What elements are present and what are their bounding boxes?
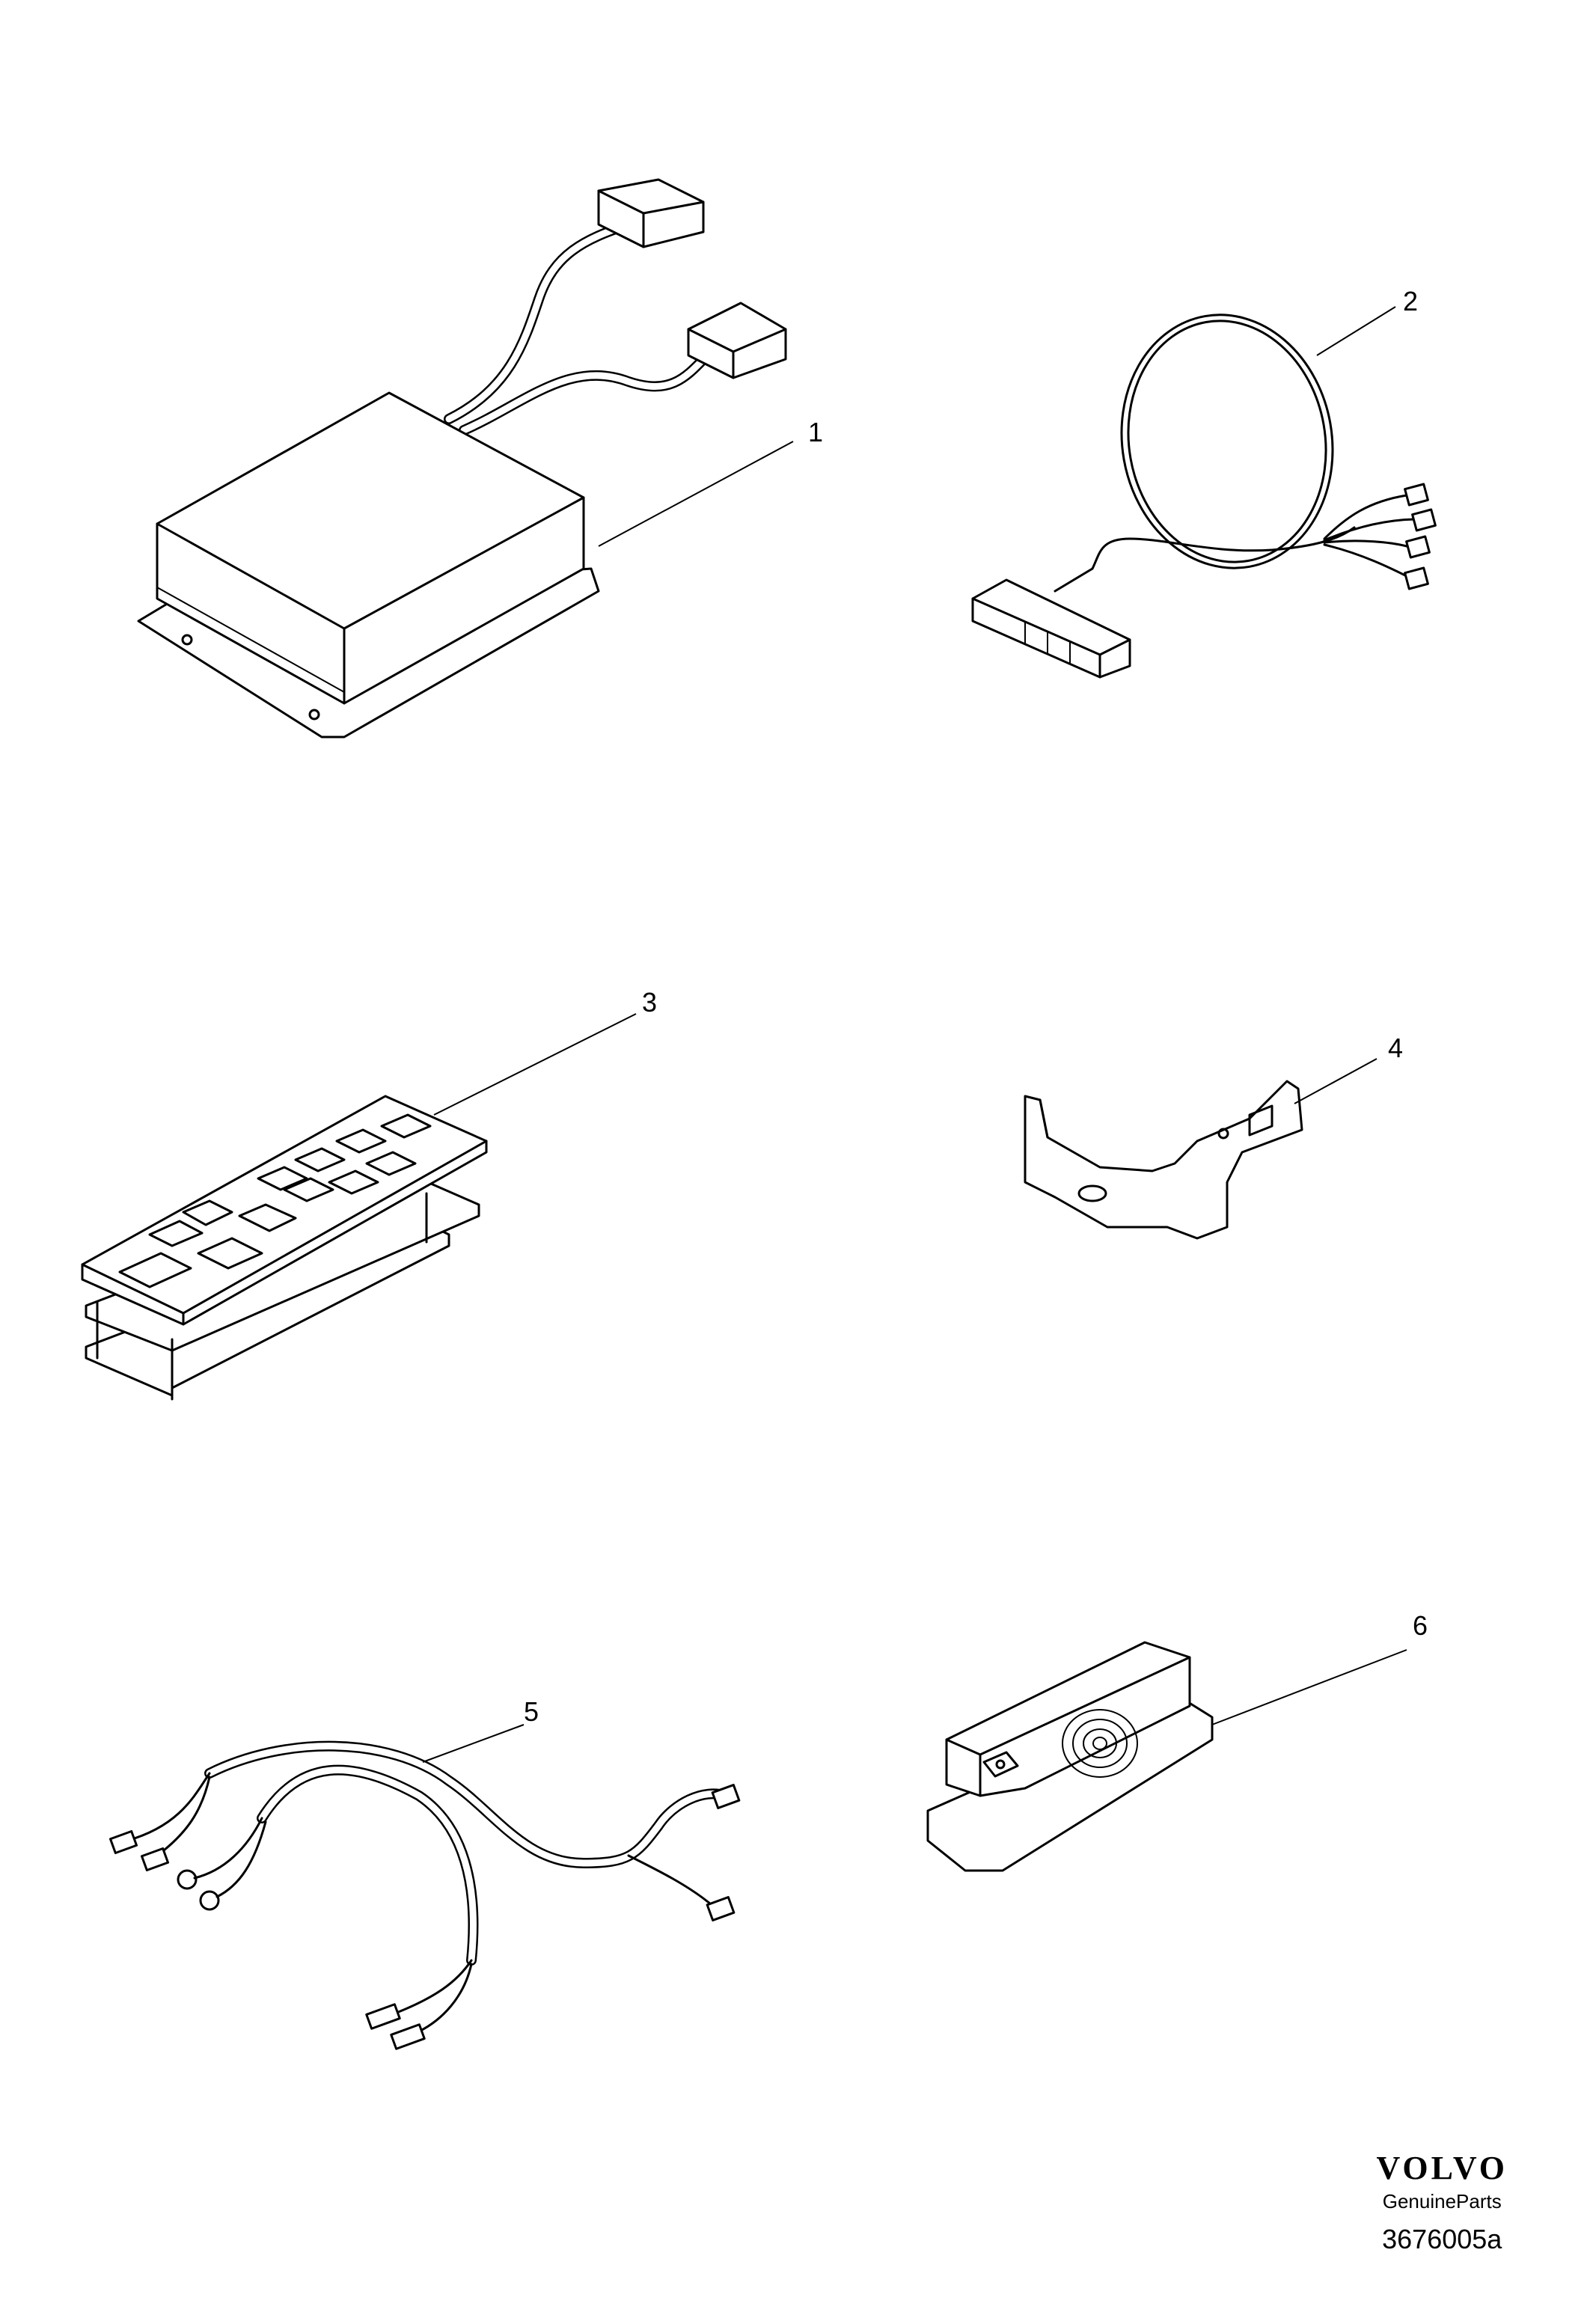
diagram-code: 3676005a [1382,2224,1502,2254]
volvo-logo: VOLVO [1376,2150,1508,2186]
callout-4: 4 [1388,1033,1404,1063]
part-5-wire-harness [108,1724,741,2050]
part-6-lamp [926,1641,1407,1872]
callout-1: 1 [808,417,824,447]
part-4-bracket [1024,1058,1378,1240]
brand-subtitle: GenuineParts [1382,2190,1502,2213]
callout-6: 6 [1413,1610,1428,1641]
part-3-switch-panel [81,1013,637,1401]
callout-2: 2 [1403,286,1419,317]
part-2-cable-loop [971,306,1437,679]
part-1-control-unit [137,178,794,739]
callout-3: 3 [642,987,658,1018]
callout-5: 5 [524,1696,539,1727]
brand-block: VOLVO GenuineParts 3676005a [1376,2149,1508,2255]
